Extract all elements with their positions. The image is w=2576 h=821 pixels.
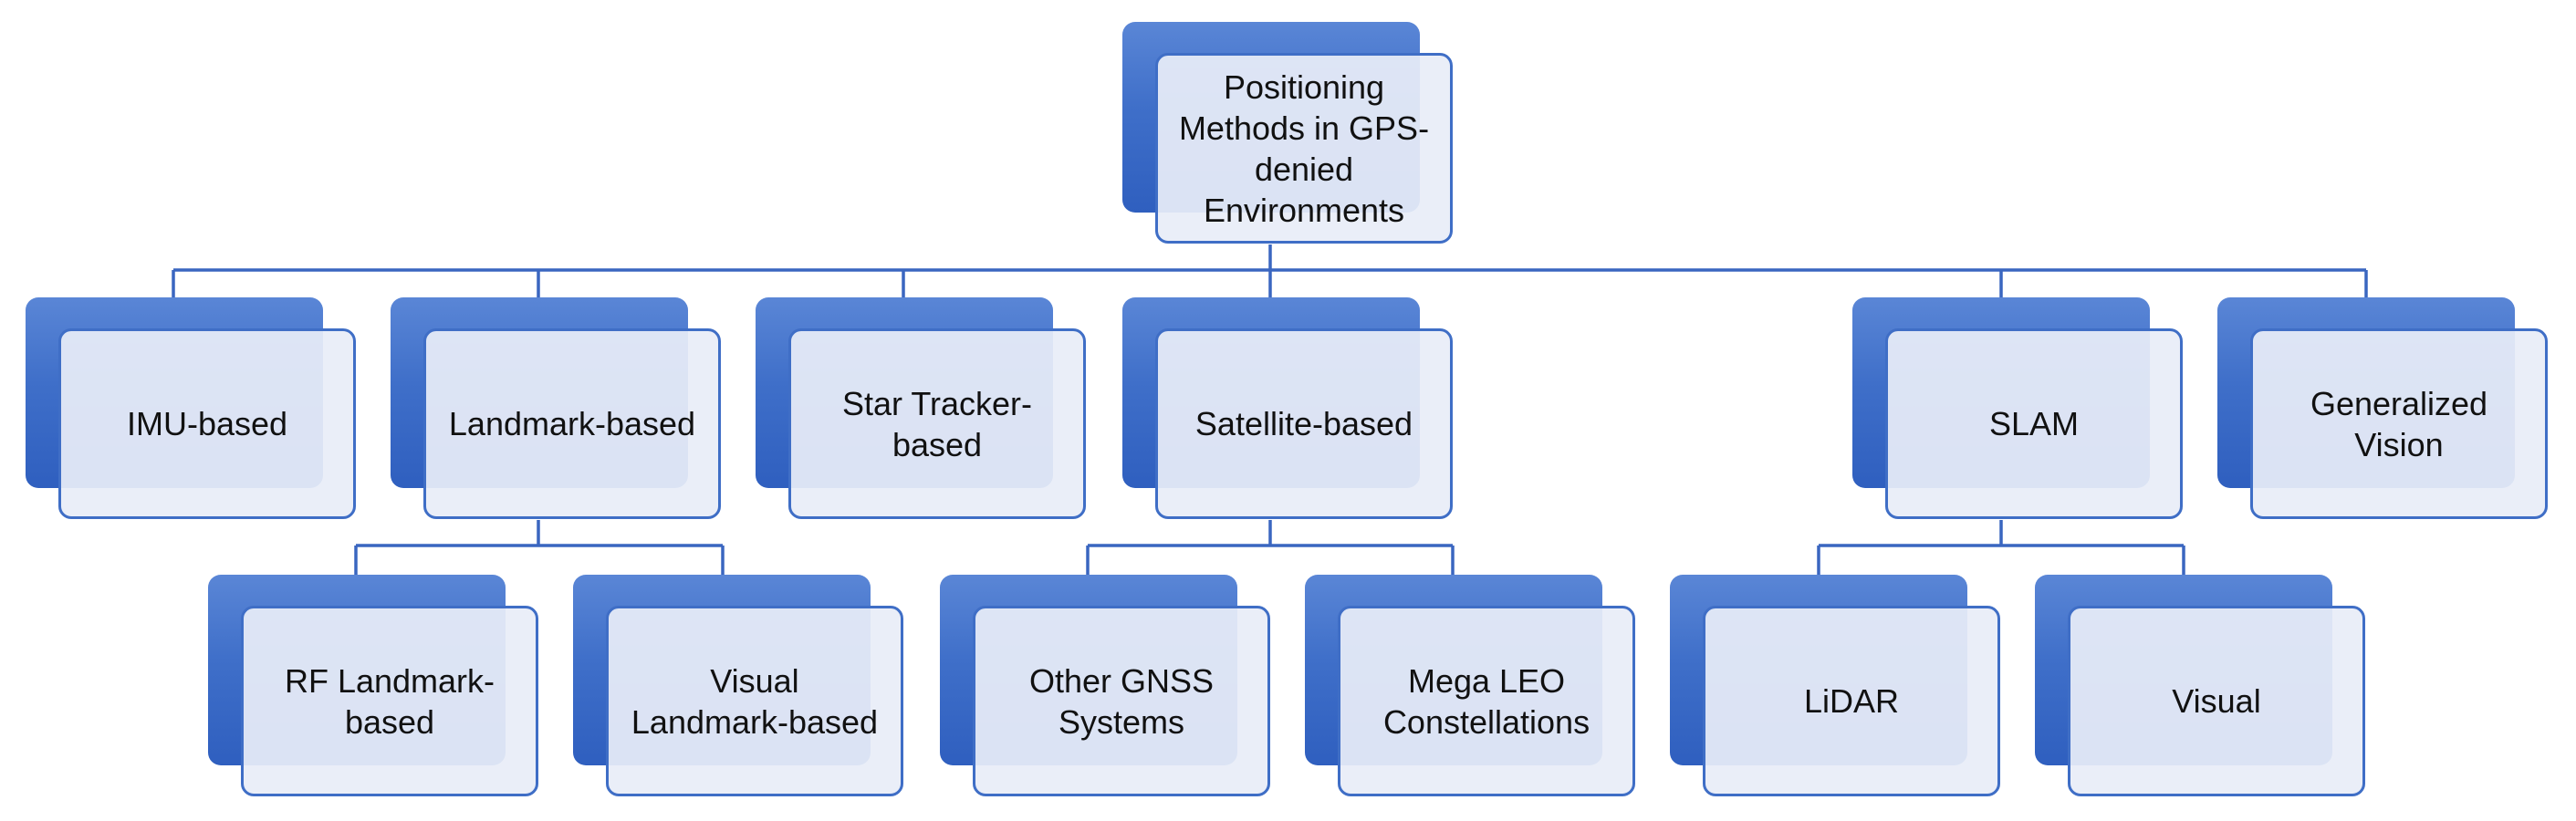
node-lidar: LiDAR (1670, 575, 2000, 796)
connector-landmark-to-children (354, 520, 725, 575)
node-label: Mega LEO Constellations (1382, 661, 1590, 741)
node-other-gnss-systems: Other GNSS Systems (940, 575, 1270, 796)
node-label: Satellite-based (1194, 405, 1413, 442)
node-label: LiDAR (1803, 682, 1900, 720)
connector-satellite-to-children (1086, 520, 1455, 575)
node-label: Generalized Vision (2310, 384, 2488, 463)
node-label: SLAM (1988, 405, 2080, 442)
node-label: Landmark-based (448, 405, 696, 442)
node-label: Visual Landmark-based (631, 661, 879, 741)
node-label: Positioning Methods in GPS- denied Envir… (1178, 68, 1430, 229)
node-satellite-based: Satellite-based (1122, 297, 1453, 519)
node-visual-landmark-based: Visual Landmark-based (573, 575, 903, 796)
node-visual: Visual (2035, 575, 2365, 796)
node-generalized-vision: Generalized Vision (2217, 297, 2548, 519)
node-star-tracker-based: Star Tracker- based (756, 297, 1086, 519)
node-imu-based: IMU-based (26, 297, 356, 519)
node-root: Positioning Methods in GPS- denied Envir… (1122, 22, 1453, 244)
connector-slam-to-children (1817, 520, 2185, 575)
node-mega-leo-constellations: Mega LEO Constellations (1305, 575, 1635, 796)
node-label: IMU-based (126, 405, 288, 442)
node-slam: SLAM (1852, 297, 2183, 519)
node-rf-landmark-based: RF Landmark- based (208, 575, 538, 796)
node-label: RF Landmark- based (284, 661, 495, 741)
node-label: Other GNSS Systems (1028, 661, 1215, 741)
node-landmark-based: Landmark-based (391, 297, 721, 519)
connector-root-to-level1 (172, 244, 2368, 297)
node-label: Visual (2172, 682, 2261, 720)
node-label: Star Tracker- based (841, 384, 1033, 463)
